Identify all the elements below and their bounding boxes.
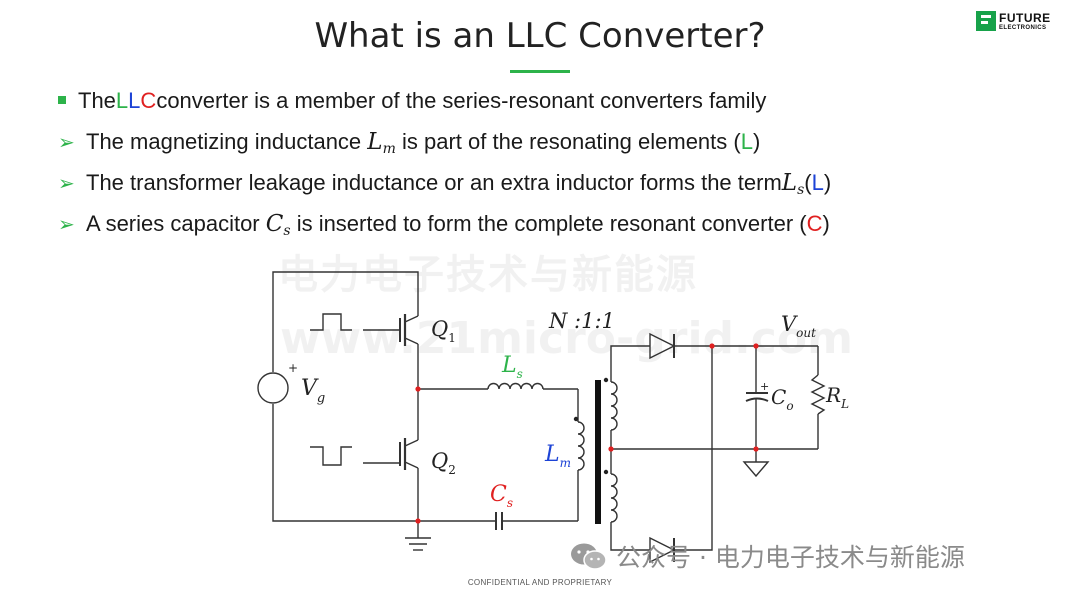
bullet-item-2: ➢ The magnetizing inductance Lm is part … [58,129,761,157]
title-underline [510,70,570,73]
llc-letter-l1: L [115,88,129,113]
bullet-item-3: ➢ The transformer leakage inductance or … [58,170,832,198]
footer-confidential: CONFIDENTIAL AND PROPRIETARY [467,578,613,587]
bullet-text: The magnetizing inductance [86,129,362,154]
plus-sign: + [760,380,769,393]
logo-line1: FUTURE [999,10,1051,25]
wechat-icon [571,543,607,570]
svg-text:Lm: Lm [544,442,571,470]
label-vout: V [781,312,798,336]
llc-letter-l2: L [128,88,141,113]
arrow-bullet-icon: ➢ [58,173,75,195]
label-rl: R [825,383,841,407]
tag-c: C [806,211,823,236]
bullet-text: ( [804,170,812,195]
bullet-text: is inserted to form the complete resonan… [296,211,807,236]
llc-letter-c: C [140,88,157,113]
slide-title: What is an LLC Converter? [314,16,766,56]
svg-text:Vg: Vg [301,376,325,406]
watermark-url: www.21micro-grid.com [280,313,853,364]
label-lm: L [544,442,560,467]
bullet-text: A series capacitor [86,211,260,236]
logo-mark-icon [976,11,996,31]
wechat-account-text: 公众号 · 电力电子技术与新能源 [616,543,965,572]
bullet-square-icon [58,96,66,104]
symbol-lm: Lm [367,129,396,157]
wechat-watermark: 公众号 · 电力电子技术与新能源 [568,538,965,574]
logo-line2: ELECTRONICS [999,24,1047,31]
watermark-cn: 电力电子技术与新能源 [278,252,698,298]
label-q2: Q [431,449,448,473]
svg-text:Cs: Cs [490,482,513,510]
future-electronics-logo: FUTURE ELECTRONICS [976,11,1051,31]
bullet-text: is part of the resonating elements ( [401,129,741,154]
bullet-item-4: ➢ A series capacitor Cs is inserted to f… [58,211,830,239]
bullet-text: The transformer leakage inductance or an… [86,170,782,195]
arrow-bullet-icon: ➢ [58,214,75,236]
plus-sign: + [288,361,298,375]
symbol-cs: Cs [265,211,291,239]
svg-text:Ls: Ls [501,353,523,381]
tag-l: L [740,129,753,154]
label-co: C [771,385,786,409]
label-q1: Q [431,317,448,341]
arrow-bullet-icon: ➢ [58,132,75,154]
svg-text:Co: Co [771,385,794,413]
tag-l: L [811,170,824,195]
svg-text:Q1: Q1 [431,317,456,345]
label-cs: C [490,482,507,507]
label-turns-ratio: N :1:1 [548,309,615,333]
svg-text:Vout: Vout [781,312,816,340]
label-vg: V [301,376,319,401]
svg-text:Q2: Q2 [431,449,456,477]
symbol-ls: Ls [781,170,805,198]
bullet-text: converter is a member of the series-reso… [156,88,767,113]
svg-text:RL: RL [825,383,849,411]
label-ls: L [501,353,517,378]
bullet-text: The [78,88,116,113]
